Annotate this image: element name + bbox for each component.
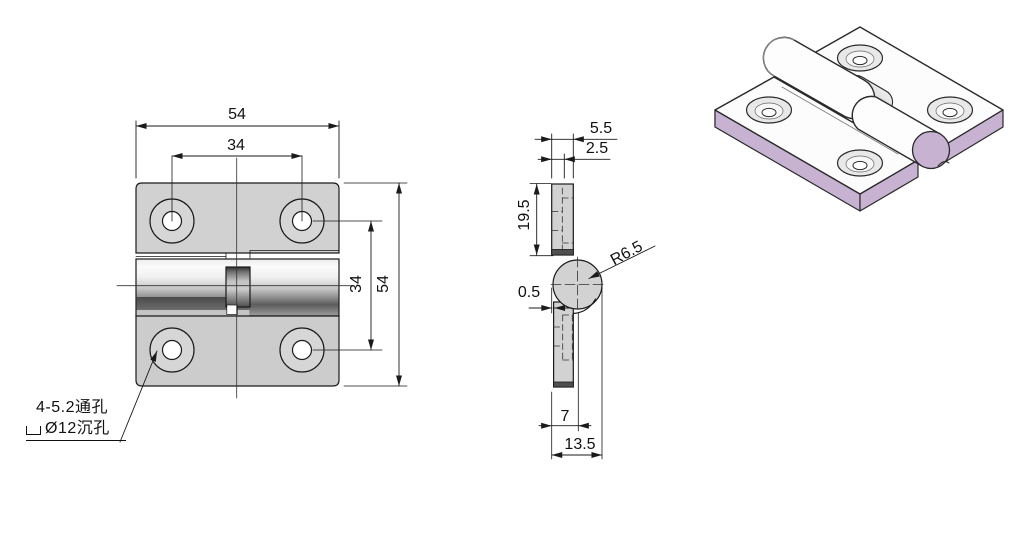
- side-hidden-lines: [551, 187, 574, 361]
- hole-note-line2: Ø12沉孔: [26, 420, 126, 441]
- dim-front-height: 54: [375, 275, 392, 293]
- dim-side-leaf-length: 19.5: [516, 199, 533, 231]
- iso-view-drawing: [714, 26, 1004, 212]
- note-leader-line: [119, 350, 158, 443]
- iso-hole: [836, 44, 974, 124]
- dim-side-axis-to-edge: 7: [560, 408, 570, 425]
- iso-right-knuckle-end-face: [911, 130, 951, 170]
- dim-side-total-thickness: 5.5: [589, 120, 613, 137]
- iso-hole: [745, 96, 884, 177]
- hole-note-line1: 4-5.2通孔: [36, 399, 108, 416]
- radius-leader-line: [588, 245, 656, 279]
- counterbore-symbol-icon: [26, 426, 41, 435]
- front-centerlines: [116, 157, 353, 399]
- side-dimensions: [528, 133, 656, 460]
- dim-side-total-depth: 13.5: [564, 436, 596, 453]
- dim-side-edge-offset: 0.5: [517, 284, 541, 301]
- front-view-drawing: [116, 120, 408, 443]
- side-view-drawing: [528, 133, 656, 460]
- hole-note-line2-text: Ø12沉孔: [45, 420, 110, 437]
- side-center-marks: [550, 256, 607, 313]
- dim-front-width: 54: [228, 106, 246, 123]
- dim-front-hole-spacing-h: 34: [227, 137, 245, 154]
- front-center-knuckle: [225, 266, 251, 308]
- front-dimensions: [119, 120, 408, 443]
- dim-side-top-offset: 2.5: [585, 140, 609, 157]
- dim-front-hole-spacing-v: 34: [348, 275, 365, 293]
